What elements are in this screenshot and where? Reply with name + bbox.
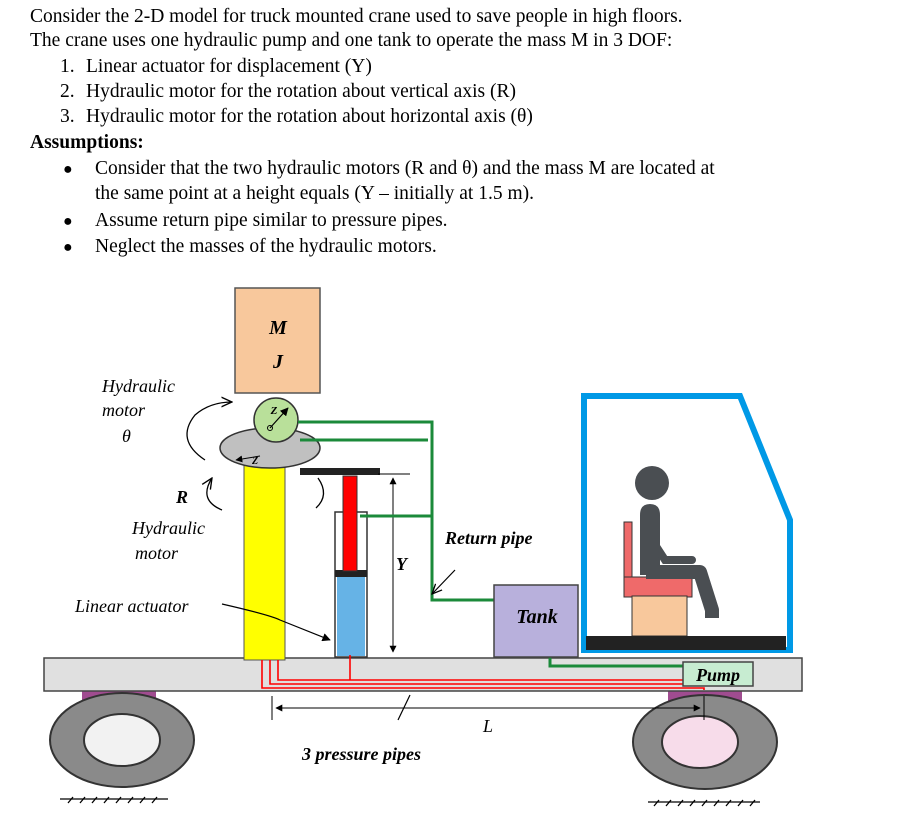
- linear-actuator-leader: [221, 603, 331, 642]
- dof-text: Hydraulic motor for the rotation about h…: [86, 106, 533, 127]
- truck-platform: [43, 657, 803, 692]
- dof-item-1: 1. Linear actuator for displacement (Y): [60, 56, 372, 78]
- intro-line-2: The crane uses one hydraulic pump and on…: [30, 30, 673, 51]
- operator-figure: [623, 466, 719, 637]
- assumption-1-line-1: Consider that the two hydraulic motors (…: [95, 158, 715, 179]
- bullet-icon: ●: [63, 213, 73, 230]
- dof-text: Hydraulic motor for the rotation about v…: [86, 81, 516, 102]
- actuator-top-plate: [300, 468, 380, 475]
- z-axis-arrow: [269, 407, 289, 429]
- operator-leg: [646, 565, 719, 618]
- return-pipe-label: Return pipe: [444, 528, 533, 548]
- operator-head: [635, 466, 669, 500]
- motor-r-label-3: motor: [135, 543, 179, 563]
- z-axis-label: Z: [270, 405, 278, 417]
- assumption-2: Assume return pipe similar to pressure p…: [95, 210, 448, 231]
- ground-hatching: [60, 796, 760, 807]
- dof-text: Linear actuator for displacement (Y): [86, 56, 372, 77]
- crane-column: [243, 447, 286, 661]
- seat-back: [623, 521, 633, 583]
- pump-label: Pump: [695, 665, 740, 685]
- assumptions-heading: Assumptions:: [30, 132, 144, 153]
- actuator-piston: [335, 570, 367, 577]
- assumption-1-line-2: the same point at a height equals (Y – i…: [95, 183, 535, 204]
- r-rotation-arrow: [207, 478, 223, 511]
- motor-theta-label-3: θ: [122, 426, 131, 446]
- bullet-icon: ●: [63, 239, 73, 256]
- tank-label: Tank: [516, 606, 558, 628]
- linear-actuator-label: Linear actuator: [74, 596, 189, 616]
- dof-num: 1.: [60, 56, 75, 77]
- motor-r-label-1: R: [175, 487, 188, 507]
- motor-r-label-2: Hydraulic: [131, 518, 205, 538]
- z-axis-label-2: Z: [251, 456, 258, 467]
- axis-origin-icon: [267, 425, 273, 431]
- motor-theta-label-1: Hydraulic: [101, 376, 175, 396]
- dof-item-2: 2. Hydraulic motor for the rotation about…: [60, 81, 516, 103]
- theta-rotation-arrow: [186, 402, 232, 461]
- pressure-pipes-leader: [397, 694, 411, 721]
- mass-label: M: [268, 317, 288, 339]
- mass-block: [234, 287, 321, 394]
- cabin-floor: [586, 636, 786, 650]
- return-pipes: [298, 420, 684, 668]
- y-label: Y: [396, 554, 409, 574]
- z2-axis-arrow: [235, 455, 261, 463]
- seat-base: [631, 595, 688, 637]
- dof-item-3: 3. Hydraulic motor for the rotation about…: [60, 106, 533, 128]
- pump: [682, 661, 754, 687]
- seat-cushion: [623, 576, 693, 598]
- actuator-fluid: [337, 576, 365, 656]
- l-label: L: [482, 716, 493, 736]
- intro-line-1: Consider the 2-D model for truck mounted…: [30, 6, 683, 27]
- cabin: [581, 393, 793, 653]
- pressure-pipes: [261, 655, 705, 690]
- dof-num: 3.: [60, 106, 75, 127]
- motor-theta-label-2: motor: [102, 400, 146, 420]
- assumption-3: Neglect the masses of the hydraulic moto…: [95, 236, 437, 257]
- inertia-label: J: [272, 351, 284, 373]
- r-rotation-arc: [315, 477, 325, 509]
- pressure-pipes-label: 3 pressure pipes: [301, 744, 421, 764]
- rear-wheel: [632, 694, 778, 790]
- operator-arm: [648, 536, 696, 564]
- dof-num: 2.: [60, 81, 75, 102]
- tank: [493, 584, 579, 658]
- actuator-rod: [342, 475, 358, 572]
- return-pipe-leader: [432, 569, 456, 594]
- front-wheel: [49, 692, 195, 788]
- bullet-icon: ●: [63, 161, 73, 178]
